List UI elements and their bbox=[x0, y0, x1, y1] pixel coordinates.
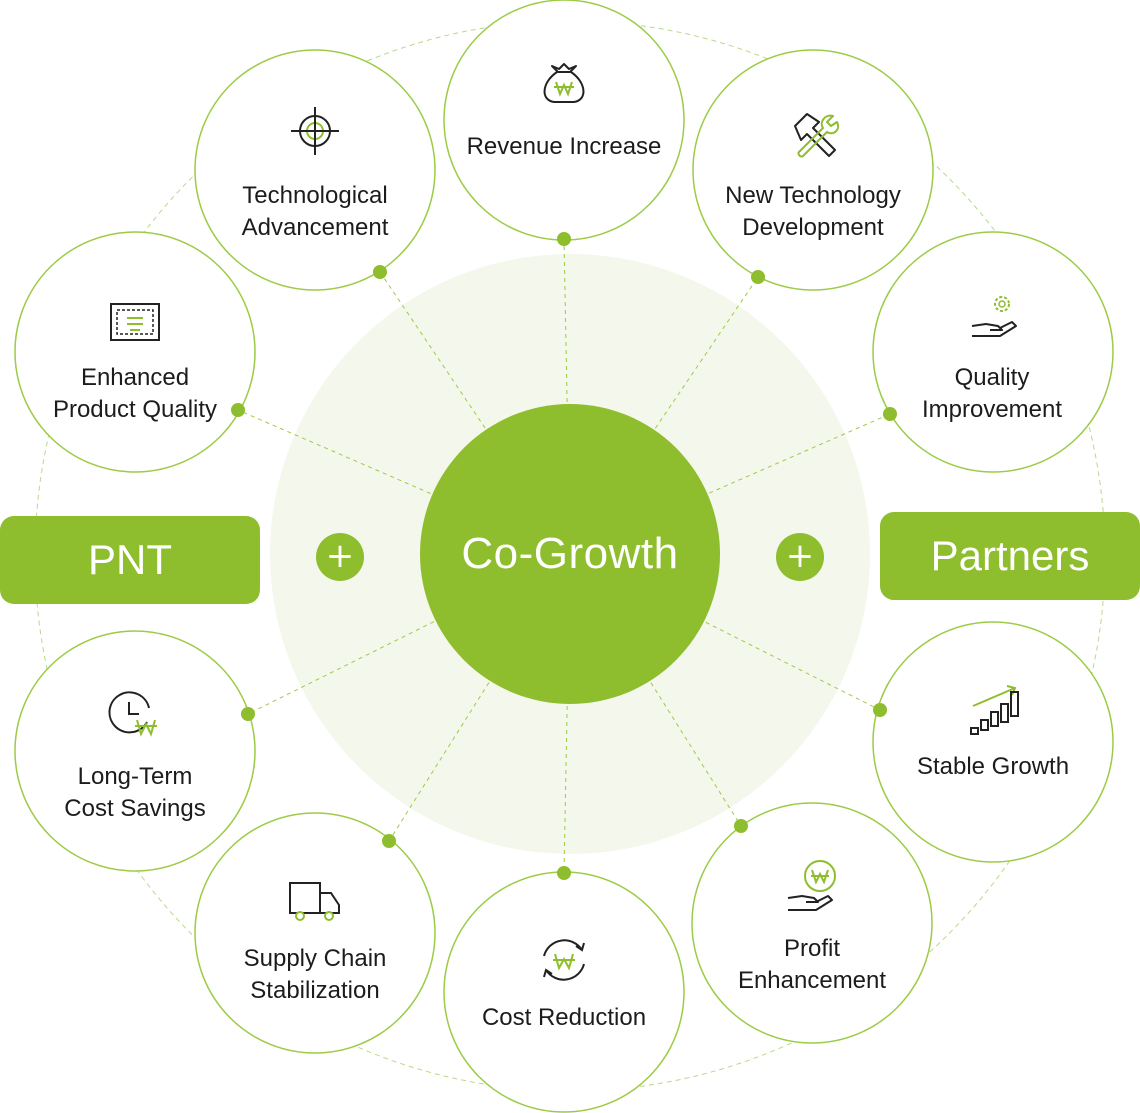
node-label-line: Product Quality bbox=[52, 396, 218, 423]
node-label-line: Long-Term bbox=[77, 763, 193, 790]
connector-dot bbox=[883, 407, 897, 421]
node-circle-new-technology bbox=[692, 49, 934, 291]
center-circle bbox=[420, 404, 720, 704]
node-label-line: Cost Savings bbox=[64, 795, 206, 822]
crosshair-icon bbox=[291, 107, 339, 155]
node-label-line: Cost Reduction bbox=[481, 1004, 647, 1031]
connector-dot bbox=[241, 707, 255, 721]
partners-badge-label: Partners bbox=[930, 532, 1090, 579]
connector-dot bbox=[734, 819, 748, 833]
pnt-badge-label: PNT bbox=[88, 536, 172, 583]
node-label-line: Enhanced bbox=[80, 364, 190, 391]
node-circle-supply-chain bbox=[194, 812, 436, 1054]
node-circle-quality-improvement bbox=[872, 231, 1114, 473]
left-plus-icon: + bbox=[316, 533, 364, 581]
node-label-line: Advancement bbox=[241, 214, 389, 241]
node-circle-cost-reduction bbox=[443, 871, 685, 1113]
node-circle-enhanced-quality bbox=[14, 231, 256, 473]
connector-dot bbox=[557, 866, 571, 880]
node-circle-long-term-savings bbox=[14, 630, 256, 872]
connector-dot bbox=[751, 270, 765, 284]
node-label-line: New Technology bbox=[725, 182, 901, 209]
node-circle-revenue-increase bbox=[443, 0, 685, 241]
node-label-line: Quality bbox=[954, 364, 1030, 391]
growth-chart-icon bbox=[970, 685, 1019, 735]
node-label-line: Revenue Increase bbox=[466, 133, 662, 160]
connector-dot bbox=[382, 834, 396, 848]
connector-dot bbox=[557, 232, 571, 246]
node-label-line: Profit bbox=[783, 935, 841, 962]
truck-icon bbox=[289, 882, 340, 921]
node-label-stable-growth: Stable Growth bbox=[917, 751, 1069, 783]
node-circle-tech-advancement bbox=[194, 49, 436, 291]
spoke-line bbox=[569, 553, 742, 827]
node-label-line: Enhancement bbox=[737, 967, 887, 994]
right-plus-icon: + bbox=[776, 533, 824, 581]
spoke-line bbox=[563, 553, 571, 874]
connector-dot bbox=[373, 265, 387, 279]
certificate-icon bbox=[110, 303, 160, 341]
cycle-won-icon bbox=[543, 939, 585, 981]
clock-won-icon bbox=[108, 691, 157, 737]
node-circle-profit-enhancement bbox=[691, 802, 933, 1044]
node-circle-stable-growth bbox=[872, 621, 1114, 863]
node-label-line: Improvement bbox=[921, 396, 1063, 423]
node-label-line: Technological bbox=[242, 182, 388, 209]
center-title: Co-Growth bbox=[461, 529, 679, 578]
coin-hand-icon bbox=[787, 860, 836, 911]
node-label-line: Supply Chain bbox=[243, 945, 387, 972]
gear-hand-icon bbox=[971, 296, 1017, 337]
node-label-revenue-increase: Revenue Increase bbox=[467, 131, 662, 163]
partners-badge: Partners bbox=[880, 512, 1140, 600]
node-label-line: Stabilization bbox=[250, 977, 380, 1004]
money-bag-icon bbox=[543, 63, 585, 103]
node-label-cost-reduction: Cost Reduction bbox=[482, 1002, 646, 1034]
pnt-badge: PNT bbox=[0, 516, 260, 604]
nodes-layer bbox=[14, 0, 1114, 1113]
node-label-line: Development bbox=[742, 214, 884, 241]
connector-dot bbox=[231, 403, 245, 417]
tools-icon bbox=[794, 113, 839, 158]
connector-dot bbox=[873, 703, 887, 717]
node-label-line: Stable Growth bbox=[916, 753, 1070, 780]
